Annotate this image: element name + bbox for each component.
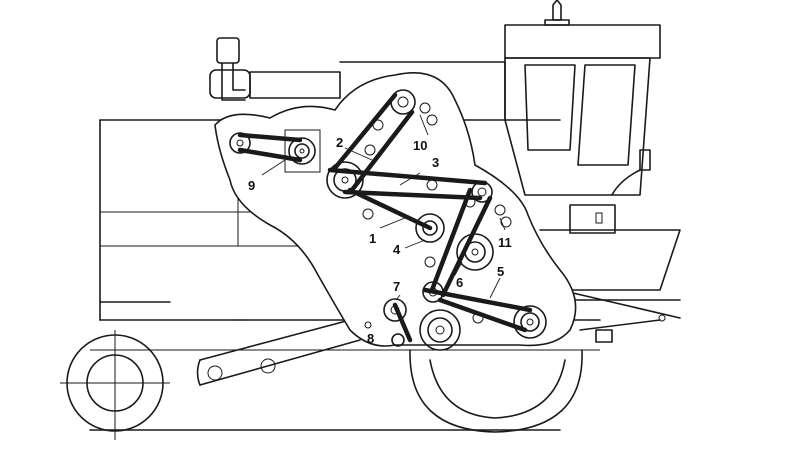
pulley-main <box>326 161 364 199</box>
front-wheel <box>60 330 170 440</box>
pulley-large-lower <box>419 309 461 351</box>
callout-4: 4 <box>393 242 401 257</box>
pulley-center <box>415 213 445 243</box>
callouts: 1 2 3 4 5 6 7 8 9 10 11 <box>248 114 512 346</box>
pulley-6 <box>456 233 494 271</box>
pulley-8 <box>391 333 405 347</box>
pulley-10 <box>390 89 416 115</box>
callout-5: 5 <box>497 264 504 279</box>
callout-7: 7 <box>393 279 400 294</box>
callout-9: 9 <box>248 178 255 193</box>
pulley-5 <box>513 305 547 339</box>
machine-body <box>89 0 681 431</box>
pulleys <box>229 89 547 351</box>
callout-10: 10 <box>413 138 427 153</box>
pulley-4 <box>422 281 444 303</box>
callout-8: 8 <box>367 331 374 346</box>
rear-wheel <box>409 349 583 433</box>
callout-11: 11 <box>498 235 512 250</box>
pulley-7 <box>383 298 407 322</box>
callout-6: 6 <box>456 275 463 290</box>
callout-2: 2 <box>336 135 343 150</box>
callout-1: 1 <box>369 231 376 246</box>
pulley-11 <box>471 181 493 203</box>
pulley-9-right <box>288 137 316 165</box>
callout-3: 3 <box>432 155 439 170</box>
pulley-9-left <box>229 132 251 154</box>
